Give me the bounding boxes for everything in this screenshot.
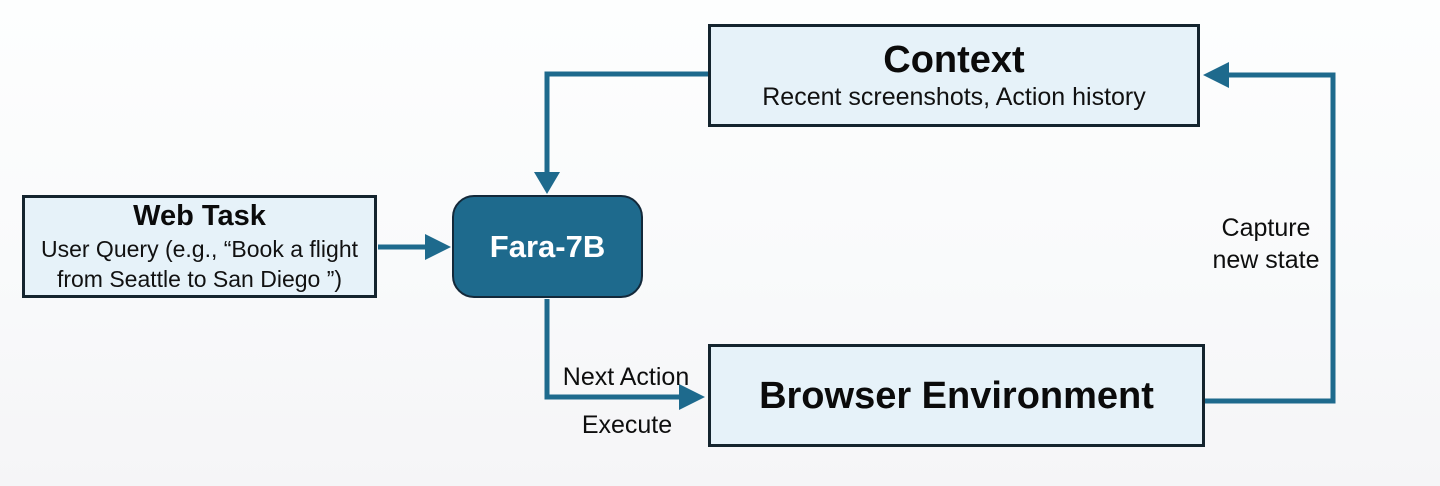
capture-new-state-label: Capture new state [1212,214,1320,274]
web-task-title: Web Task [133,200,266,232]
edge-context-to-fara-line [544,71,708,174]
execute-label: Execute [581,411,673,439]
browser-node: Browser Environment [708,344,1205,447]
fara-node: Fara-7B [452,195,643,298]
web-task-node: Web Task User Query (e.g., “Book a fligh… [22,195,377,298]
edge-webtask-to-fara-arrowhead [425,234,451,260]
web-task-subtitle: User Query (e.g., “Book a flight from Se… [40,236,358,292]
context-title: Context [883,39,1025,81]
browser-title: Browser Environment [759,374,1154,417]
next-action-label: Next Action [562,363,690,391]
edge-context-to-fara-arrowhead [534,172,560,194]
edge-browser-to-context-arrowhead [1203,62,1229,88]
fara-label: Fara-7B [489,228,606,264]
context-node: Context Recent screenshots, Action histo… [708,24,1200,127]
context-subtitle: Recent screenshots, Action history [762,83,1146,111]
